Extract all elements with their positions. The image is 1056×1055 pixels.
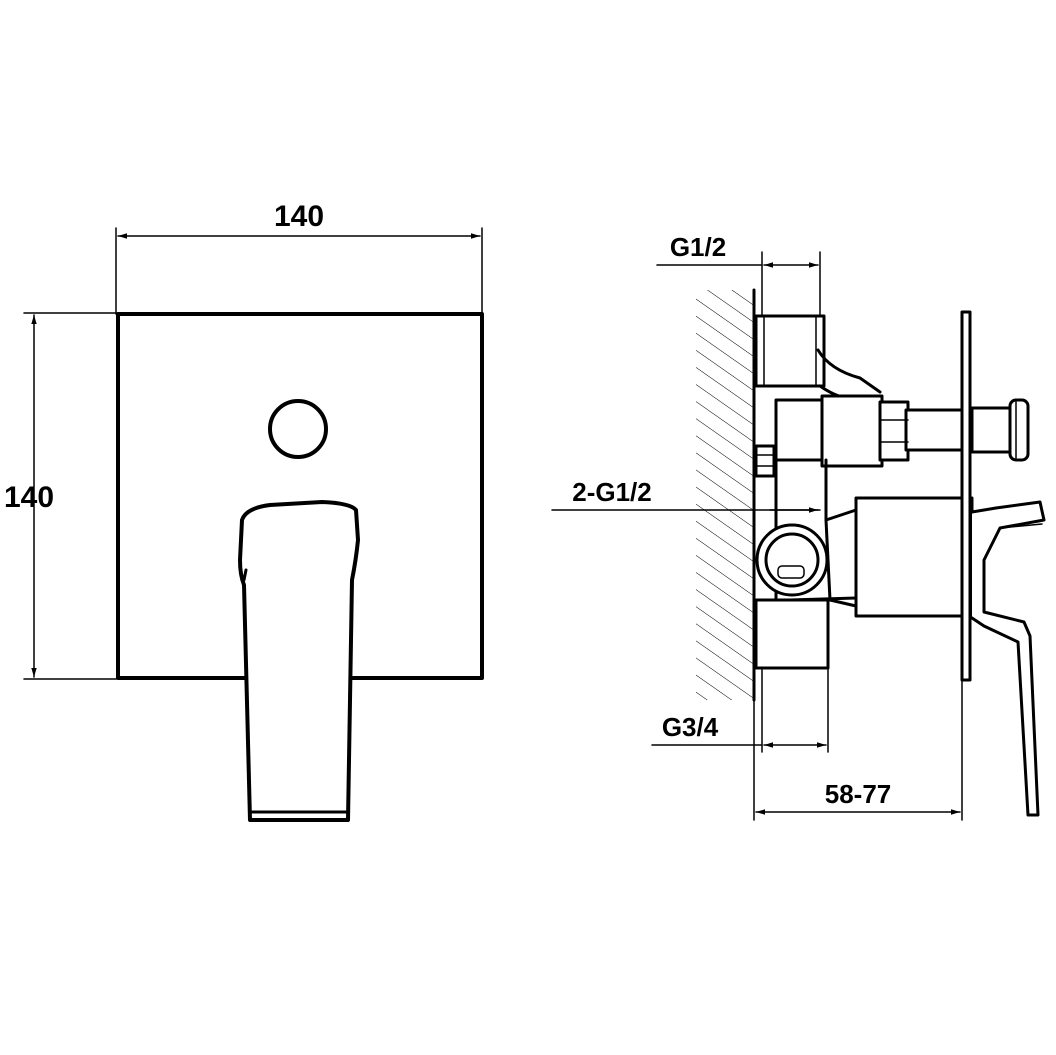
width-label: 140 (274, 200, 324, 233)
side-wall-plate (960, 310, 972, 682)
width-dimension: 140 (115, 200, 483, 315)
bottom-connection-label: G3/4 (662, 712, 719, 742)
depth-label: 58-77 (825, 779, 892, 809)
height-dimension: 140 (4, 312, 117, 680)
side-view: G1/2 2-G1/2 G3/4 58-77 (551, 232, 1046, 821)
diverter-knob (268, 399, 328, 459)
bottom-connection-dimension: G3/4 (651, 667, 829, 753)
side-connection-label: 2-G1/2 (572, 477, 652, 507)
front-view: 140 140 (4, 200, 484, 822)
lever-handle (238, 500, 360, 822)
side-lever-handle (970, 500, 1046, 817)
depth-dimension: 58-77 (753, 679, 963, 821)
valve-body (754, 314, 1030, 670)
top-connection-label: G1/2 (670, 232, 726, 262)
side-connection-dimension: 2-G1/2 (551, 477, 821, 513)
top-connection-dimension: G1/2 (656, 232, 821, 319)
height-label: 140 (4, 481, 54, 514)
wall-section (696, 288, 756, 702)
